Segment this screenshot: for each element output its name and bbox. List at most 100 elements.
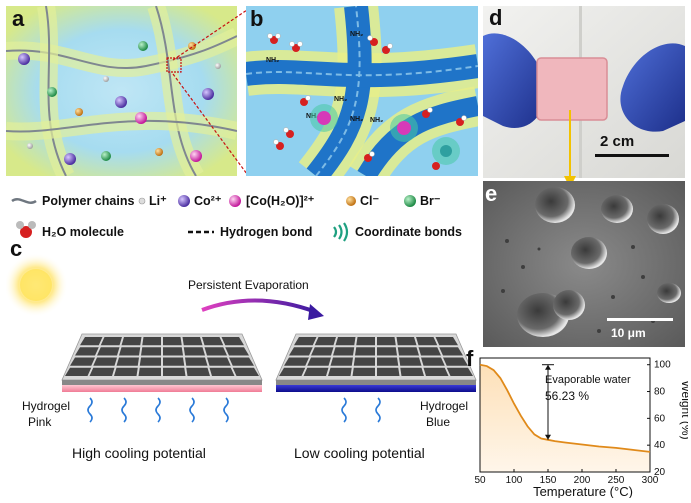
panel-d: 2 cm d — [483, 5, 685, 178]
pink-hydrogel-layer — [62, 385, 262, 392]
panel-f-label: f — [466, 346, 474, 371]
x-tick-label: 200 — [574, 475, 591, 486]
solar-cell — [139, 357, 161, 366]
right-solar-panel — [275, 333, 477, 385]
solar-cell — [204, 347, 227, 356]
solar-cell — [114, 367, 138, 376]
solar-cell — [421, 357, 445, 366]
solar-cell — [446, 367, 473, 376]
solar-cell — [289, 347, 313, 356]
nh2-label-4: NH₂ — [350, 116, 363, 123]
solar-cell — [311, 347, 334, 356]
cl-ion-icon — [346, 196, 356, 206]
panel-a-schematic — [5, 3, 241, 181]
panel-d-photo: 2 cm — [483, 6, 685, 178]
legend-cl: Cl⁻ — [360, 194, 380, 208]
solar-cell — [163, 357, 185, 366]
yellow-arrow — [564, 110, 576, 188]
scale-bar-e-label: 10 μm — [611, 326, 646, 340]
solar-cell — [330, 357, 353, 366]
polymer-chain-icon — [11, 198, 37, 204]
solar-cell — [183, 347, 205, 356]
solar-cell — [232, 367, 259, 376]
panel-a: a — [5, 3, 241, 181]
left-hydrogel-label-2: Pink — [28, 415, 52, 429]
solar-cell — [65, 367, 92, 376]
solar-cell — [229, 357, 254, 366]
y-tick-label: 100 — [654, 360, 671, 371]
solar-cell — [119, 347, 141, 356]
process-label: Persistent Evaporation — [188, 278, 309, 292]
solar-cell — [121, 337, 142, 346]
solar-cell — [97, 347, 120, 356]
br-ion-icon — [404, 195, 416, 207]
solar-cell — [397, 347, 419, 356]
solar-cell — [423, 367, 449, 376]
solar-cell — [400, 367, 424, 376]
legend-coord: Coordinate bonds — [355, 225, 462, 239]
y-axis-label: Weight (%) — [679, 380, 688, 439]
nh2-label-5: NH₂ — [370, 117, 383, 124]
panel-a-label: a — [12, 6, 25, 31]
solar-cell — [443, 357, 468, 366]
legend-br: Br⁻ — [420, 194, 441, 208]
panel-c-label: c — [10, 236, 23, 261]
co-complex-1 — [310, 104, 338, 132]
x-tick-label: 250 — [608, 475, 625, 486]
weight-curve — [479, 363, 651, 453]
solar-cell — [355, 347, 375, 356]
right-hydrogel-label-2: Blue — [426, 415, 450, 429]
solar-cell — [163, 367, 186, 376]
solar-cell — [416, 337, 438, 346]
x-axis-label: Temperature (°C) — [533, 484, 633, 498]
left-caption: High cooling potential — [72, 445, 206, 461]
solar-cell — [418, 347, 441, 356]
right-caption: Low cooling potential — [294, 445, 425, 461]
solar-cell — [100, 337, 122, 346]
arrow-head-top — [545, 364, 551, 370]
co-ion-icon — [178, 195, 190, 207]
solar-cell — [399, 357, 422, 366]
co-complex-3 — [432, 137, 460, 165]
y-tick-label: 40 — [654, 440, 666, 451]
legend-h2o: H₂O molecule — [42, 225, 124, 239]
x-tick-label: 100 — [506, 475, 523, 486]
solar-cell — [335, 337, 356, 346]
legend-co: Co²⁺ — [194, 194, 222, 208]
co-complex-2 — [390, 114, 418, 142]
legend-li: Li⁺ — [149, 194, 167, 208]
solar-cell — [89, 367, 115, 376]
panel-b-label: b — [250, 6, 264, 31]
solar-cell — [116, 357, 139, 366]
solar-cell — [439, 347, 463, 356]
legend-polymer: Polymer chains — [42, 194, 134, 208]
panel-b: NH₂ NH₂ NH₂ NH₂ NH₂ NH₂ — [243, 3, 482, 190]
solar-cell — [138, 367, 161, 376]
vapor-left — [87, 397, 229, 423]
solar-cell — [307, 357, 331, 366]
y-tick-label: 60 — [654, 413, 666, 424]
y-tick-label: 80 — [654, 387, 666, 398]
legend-graphic: Polymer chains Li⁺ Co²⁺ [Co(H₂O)]²⁺ Cl⁻ … — [11, 194, 462, 242]
solar-cell — [314, 337, 336, 346]
solar-cell — [221, 337, 244, 346]
panel-b-schematic: NH₂ NH₂ NH₂ NH₂ NH₂ NH₂ — [243, 3, 482, 190]
pink-hydrogel-sample — [536, 57, 608, 121]
solar-cell — [185, 357, 208, 366]
panel-d-label: d — [489, 5, 503, 30]
solar-cell — [353, 357, 375, 366]
solar-cell — [186, 367, 210, 376]
solar-cell — [141, 347, 161, 356]
vapor-right — [341, 397, 381, 423]
right-hydrogel-label-1: Hydrogel — [420, 399, 468, 413]
solar-cell — [435, 337, 458, 346]
nh2-label-3: NH₂ — [334, 96, 347, 103]
solar-cell — [377, 367, 400, 376]
panel-e-label: e — [485, 181, 498, 206]
solar-cell — [377, 357, 399, 366]
coordinate-bond-icon — [333, 222, 349, 242]
legend-hbond: Hydrogen bond — [220, 225, 312, 239]
solar-cell — [202, 337, 224, 346]
